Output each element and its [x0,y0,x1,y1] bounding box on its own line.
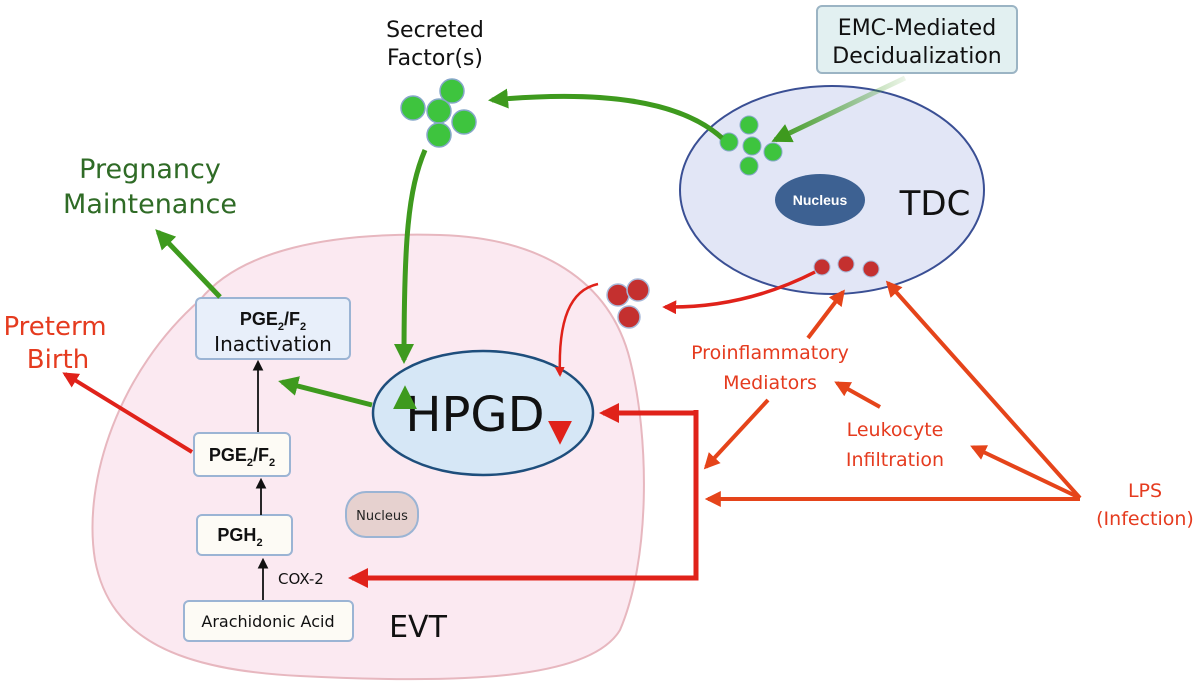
tdc-label: TDC [899,184,971,224]
secreted-factors-label-line1: Secreted [386,18,484,43]
hpgd-to-inactivation-arrow [278,376,373,408]
emc-to-tdc-arrow [771,75,907,143]
pge-to-preterm-arrow [62,372,194,454]
tdc-to-mediator-cluster-arrow [662,270,816,315]
pregnancy-maintenance-label-line2: Maintenance [63,189,237,220]
arachidonic-acid-label: Arachidonic Acid [201,612,334,631]
emc-label-line1: EMC-Mediated [838,16,996,41]
proinflammatory-to-evt-arrow [703,398,770,470]
proinflammatory-label-line1: Proinflammatory [691,342,849,364]
tdc-nucleus-label: Nucleus [793,192,848,208]
secreted-factors-cluster [400,78,477,148]
secreted-to-hpgd-arrow [394,149,428,364]
pgh2-label: PGH2 [217,525,262,549]
hpgd-label: HPGD [405,387,544,443]
evt-nucleus [345,491,419,538]
tdc-mediator-dots [813,255,880,278]
arachidonic-acid-box [183,600,354,642]
tdc-nucleus [775,174,865,226]
inactivation-to-pregnancy-arrow [155,229,222,299]
released-mediator-cluster [606,278,650,329]
secreted-factors-label-line2: Factor(s) [387,46,483,71]
leukocyte-to-proinflammatory-arrow [834,381,881,409]
preterm-birth-label-line1b: Birth [27,345,89,375]
evt-label: EVT [389,610,447,645]
emc-decidualization-box [816,5,1018,74]
proinflammatory-label-line2: Mediators [723,372,817,394]
leukocyte-label-line2: Infiltration [846,449,944,471]
tdc-secreted-factors [719,115,783,176]
pge-f2-box [193,432,291,477]
pge-inactivation-label-line1: PGE2/F2 [240,309,306,333]
hpgd-node [371,349,595,477]
mediator-to-hpgd-arrow [554,282,599,377]
lps-label-line1: LPS [1128,480,1162,502]
cox2-label: COX-2 [278,570,324,588]
lps-label-line2: (Infection) [1096,508,1194,530]
lps-to-tdc-arrow [885,280,1082,500]
pge-inactivation-box [195,297,351,360]
preterm-birth-label-line1: Preterm [3,312,106,342]
tdc-to-secreted-arrow [488,88,724,140]
inflammation-to-cox2-path [348,410,699,588]
pgh2-box [196,514,293,556]
pge-f2-label: PGE2/F2 [209,445,275,469]
pregnancy-maintenance-label-line1: Pregnancy [79,154,221,185]
emc-label-line2: Decidualization [832,44,1001,69]
leukocyte-label-line1: Leukocyte [847,419,944,441]
evt-nucleus-label: Nucleus [356,509,408,524]
pge-inactivation-label-line2: Inactivation [214,332,332,356]
lps-to-leukocyte-arrow [970,445,1081,500]
proinflammatory-to-tdc-arrow [806,289,845,340]
